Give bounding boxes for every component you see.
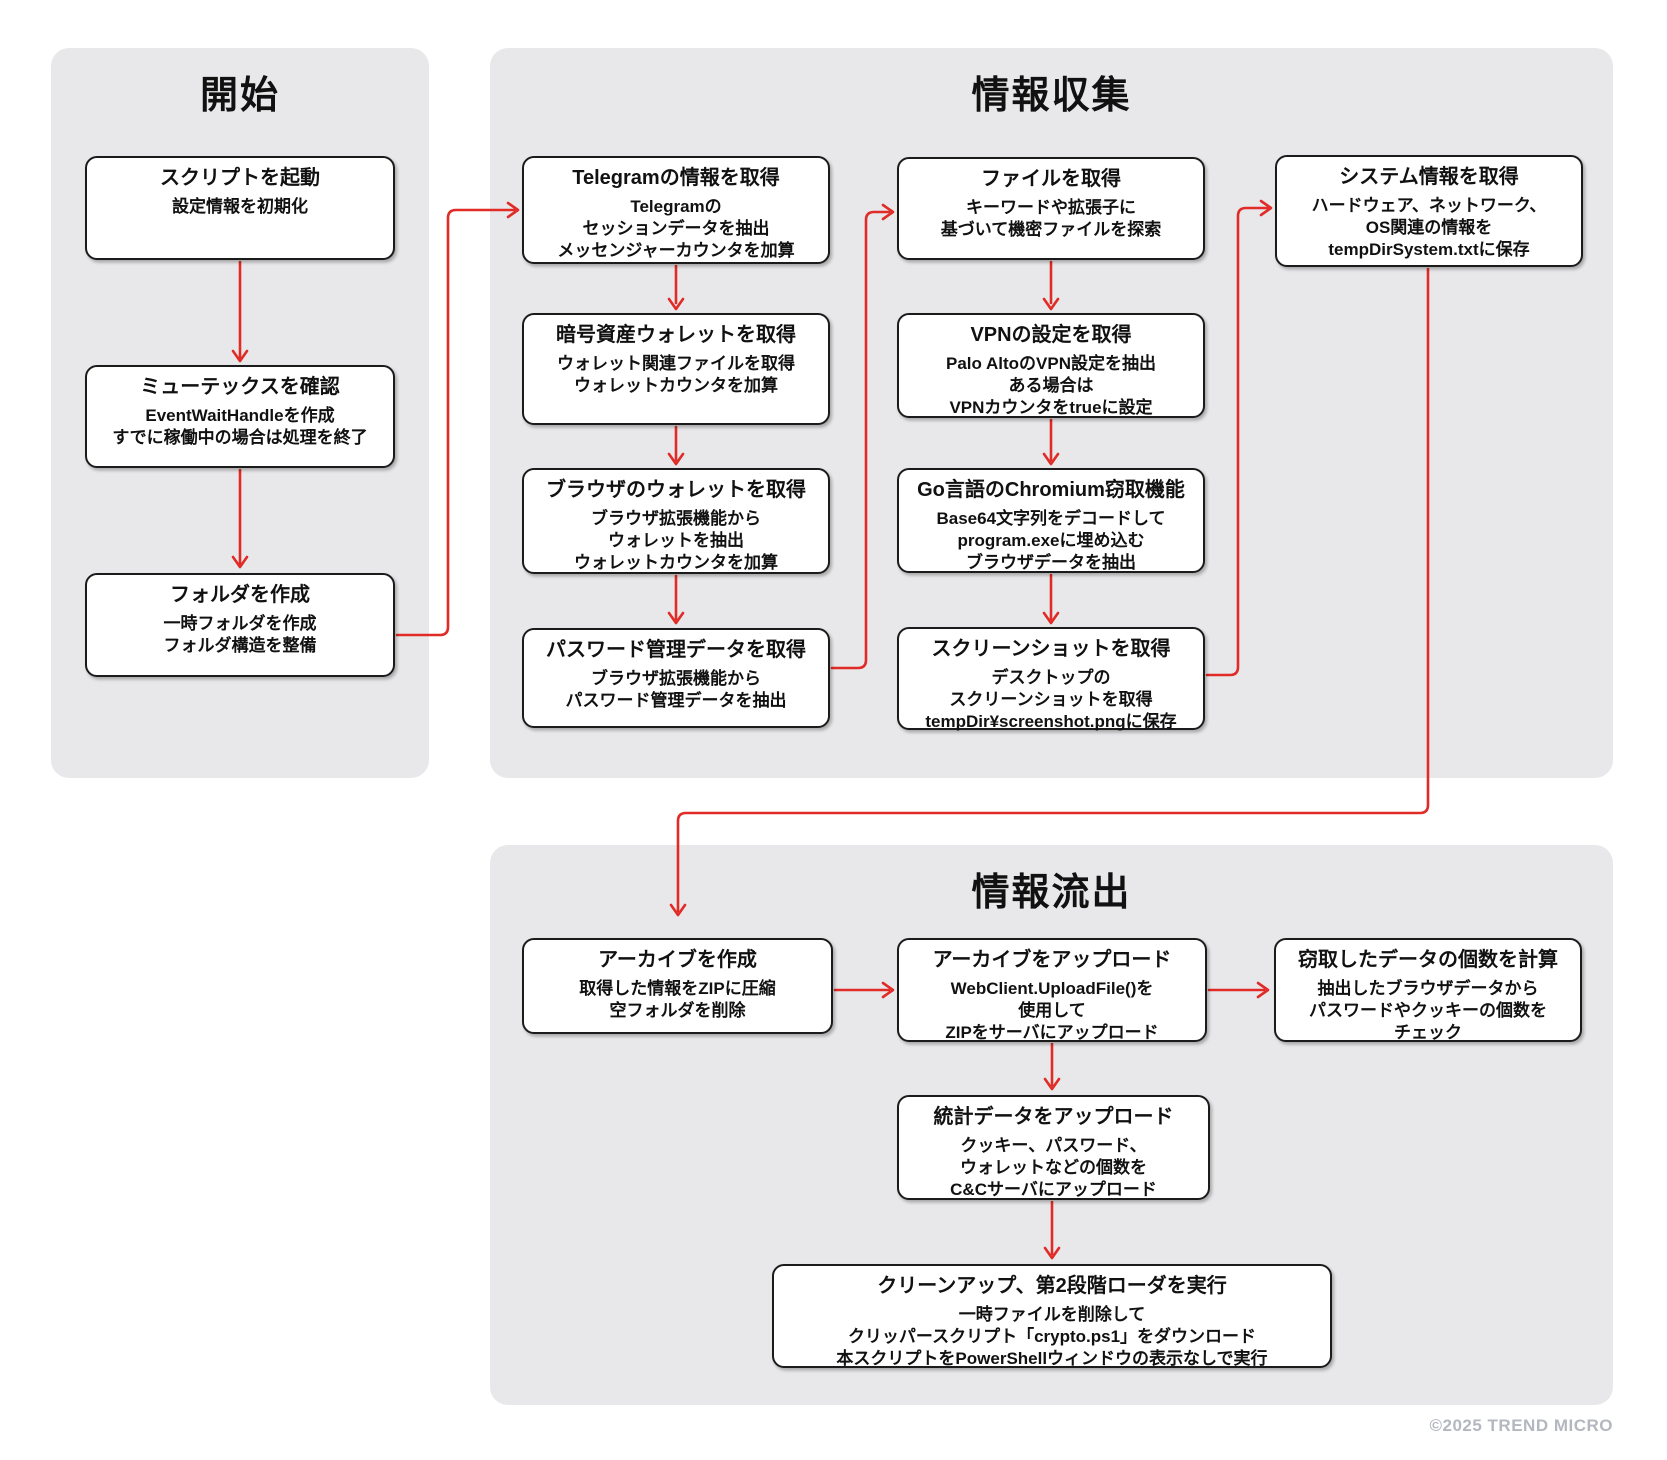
copyright-text: ©2025 TREND MICRO [1429, 1416, 1613, 1435]
node-cleanup-loader: クリーンアップ、第2段階ローダを実行 一時ファイルを削除して クリッパースクリプ… [772, 1264, 1332, 1368]
panel-collect-title: 情報収集 [971, 75, 1132, 117]
node-browser-wallet: ブラウザのウォレットを取得 ブラウザ拡張機能から ウォレットを抽出 ウォレットカ… [522, 468, 830, 574]
node-crypto-wallet-title: 暗号資産ウォレットを取得 [556, 324, 796, 346]
node-vpn-config-body: Palo AltoのVPN設定を抽出 ある場合は VPNカウンタをtrueに設定 [946, 354, 1156, 417]
node-create-archive-body: 取得した情報をZIPに圧縮 空フォルダを削除 [579, 979, 776, 1020]
node-launch-script: スクリプトを起動 設定情報を初期化 [85, 156, 395, 260]
node-cleanup-loader-body: 一時ファイルを削除して クリッパースクリプト「crypto.ps1」をダウンロー… [836, 1305, 1268, 1368]
node-upload-stats: 統計データをアップロード クッキー、パスワード、 ウォレットなどの個数を C&C… [897, 1095, 1210, 1200]
node-vpn-config-title: VPNの設定を取得 [970, 324, 1132, 346]
node-crypto-wallet-body: ウォレット関連ファイルを取得 ウォレットカウンタを加算 [557, 354, 795, 395]
node-get-files: ファイルを取得 キーワードや拡張子に 基づいて機密ファイルを探索 [897, 157, 1205, 260]
node-check-mutex-title: ミューテックスを確認 [140, 376, 340, 398]
node-create-folder: フォルダを作成 一時フォルダを作成 フォルダ構造を整備 [85, 573, 395, 677]
node-upload-stats-title: 統計データをアップロード [933, 1106, 1174, 1128]
node-password-manager: パスワード管理データを取得 ブラウザ拡張機能から パスワード管理データを抽出 [522, 628, 830, 728]
node-get-files-body: キーワードや拡張子に 基づいて機密ファイルを探索 [940, 198, 1162, 239]
node-create-archive-title: アーカイブを作成 [598, 949, 757, 971]
node-create-archive: アーカイブを作成 取得した情報をZIPに圧縮 空フォルダを削除 [522, 938, 833, 1034]
node-screenshot: スクリーンショットを取得 デスクトップの スクリーンショットを取得 tempDi… [897, 627, 1205, 731]
node-create-folder-title: フォルダを作成 [170, 584, 310, 606]
node-get-files-title: ファイルを取得 [981, 168, 1121, 190]
node-cleanup-loader-title: クリーンアップ、第2段階ローダを実行 [877, 1275, 1227, 1297]
node-screenshot-body: デスクトップの スクリーンショットを取得 tempDir¥screenshot.… [925, 668, 1177, 731]
node-upload-archive: アーカイブをアップロード WebClient.UploadFile()を 使用し… [897, 938, 1207, 1042]
node-create-folder-body: 一時フォルダを作成 フォルダ構造を整備 [163, 614, 317, 655]
node-browser-wallet-body: ブラウザ拡張機能から ウォレットを抽出 ウォレットカウンタを加算 [574, 509, 778, 572]
panel-start-title: 開始 [199, 75, 280, 117]
node-upload-archive-title: アーカイブをアップロード [932, 949, 1172, 971]
node-count-stolen-title: 窃取したデータの個数を計算 [1298, 949, 1558, 971]
node-password-manager-body: ブラウザ拡張機能から パスワード管理データを抽出 [565, 669, 787, 710]
node-launch-script-body: 設定情報を初期化 [172, 197, 308, 216]
node-count-stolen-body: 抽出したブラウザデータから パスワードやクッキーの個数を チェック [1309, 979, 1547, 1042]
node-upload-stats-body: クッキー、パスワード、 ウォレットなどの個数を C&Cサーバにアップロード [950, 1136, 1157, 1199]
node-count-stolen: 窃取したデータの個数を計算 抽出したブラウザデータから パスワードやクッキーの個… [1274, 938, 1582, 1042]
node-system-info-title: システム情報を取得 [1339, 166, 1519, 188]
node-browser-wallet-title: ブラウザのウォレットを取得 [546, 479, 806, 501]
node-go-chromium-title: Go言語のChromium窃取機能 [917, 479, 1185, 501]
node-telegram: Telegramの情報を取得 Telegramの セッションデータを抽出 メッセ… [522, 156, 830, 264]
node-system-info: システム情報を取得 ハードウェア、ネットワーク、 OS関連の情報を tempDi… [1275, 155, 1583, 267]
node-screenshot-title: スクリーンショットを取得 [931, 638, 1171, 660]
node-telegram-body: Telegramの セッションデータを抽出 メッセンジャーカウンタを加算 [557, 197, 795, 260]
node-check-mutex: ミューテックスを確認 EventWaitHandleを作成 すでに稼働中の場合は… [85, 365, 395, 468]
node-upload-archive-body: WebClient.UploadFile()を 使用して ZIPをサーバにアップ… [945, 979, 1159, 1042]
node-launch-script-title: スクリプトを起動 [160, 167, 320, 189]
node-system-info-body: ハードウェア、ネットワーク、 OS関連の情報を tempDirSystem.tx… [1311, 196, 1547, 259]
node-go-chromium: Go言語のChromium窃取機能 Base64文字列をデコードして progr… [897, 468, 1205, 573]
node-crypto-wallet: 暗号資産ウォレットを取得 ウォレット関連ファイルを取得 ウォレットカウンタを加算 [522, 313, 830, 425]
node-password-manager-title: パスワード管理データを取得 [546, 639, 806, 661]
node-vpn-config: VPNの設定を取得 Palo AltoのVPN設定を抽出 ある場合は VPNカウ… [897, 313, 1205, 418]
node-go-chromium-body: Base64文字列をデコードして program.exeに埋め込む ブラウザデー… [936, 509, 1166, 572]
node-check-mutex-body: EventWaitHandleを作成 すでに稼働中の場合は処理を終了 [112, 406, 368, 447]
node-telegram-title: Telegramの情報を取得 [572, 167, 780, 189]
panel-exfil-title: 情報流出 [971, 872, 1132, 914]
